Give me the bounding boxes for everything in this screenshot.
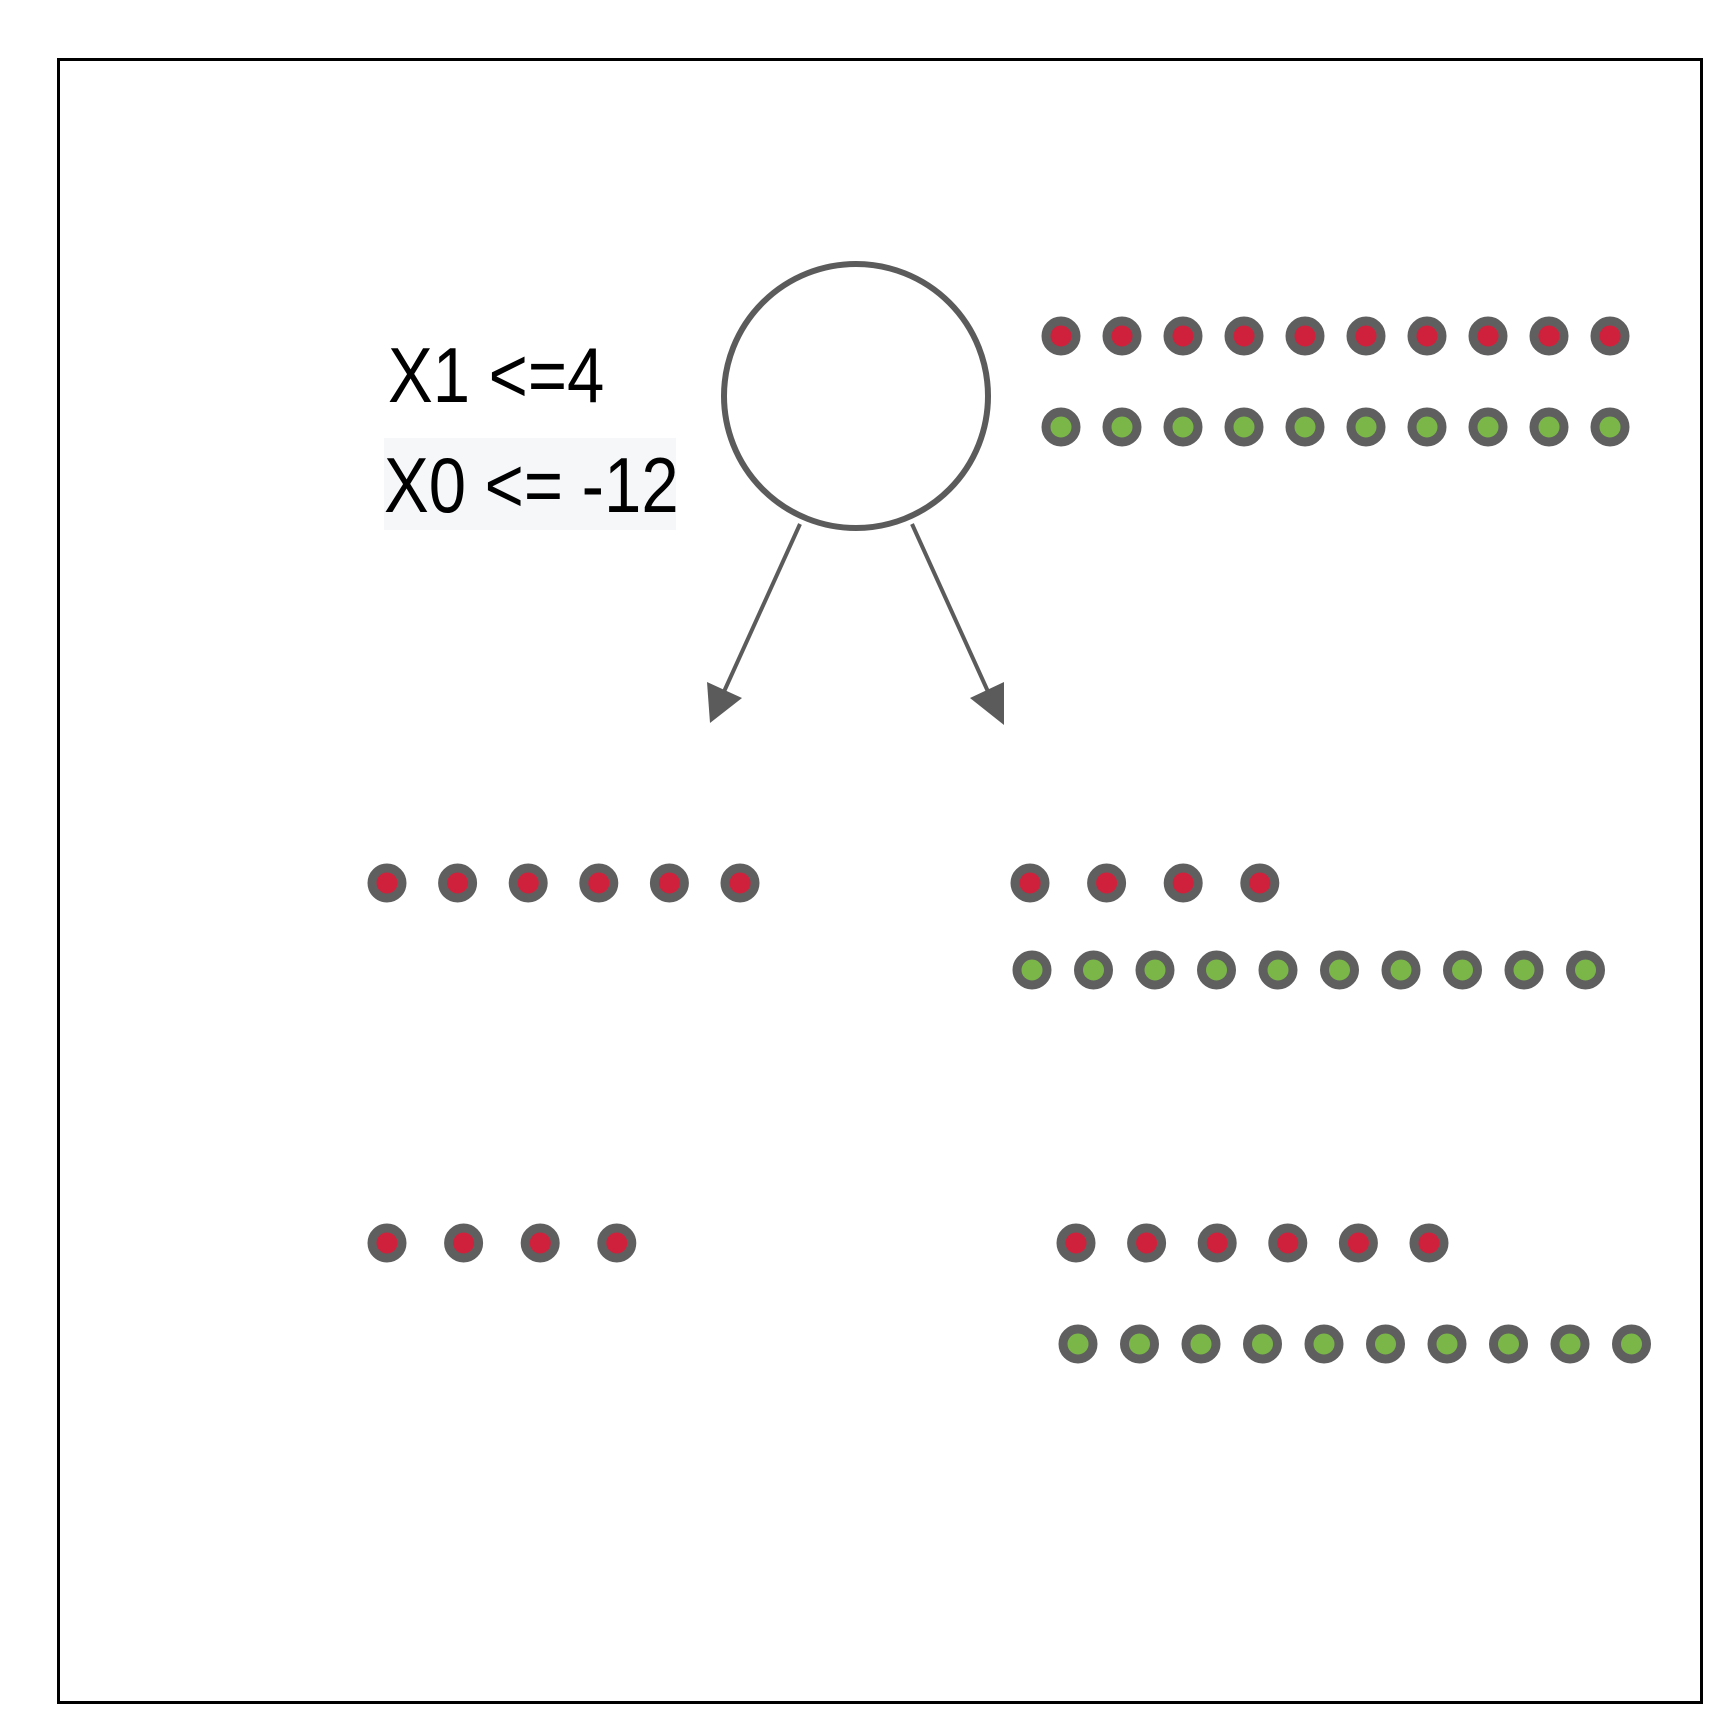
red-sample-dot xyxy=(367,863,407,903)
green-sample-dot xyxy=(1550,1324,1590,1364)
red-sample-dot xyxy=(1163,316,1203,356)
diagram-frame xyxy=(57,58,1703,1704)
red-sample-dot xyxy=(508,863,548,903)
green-sample-dot xyxy=(1529,407,1569,447)
red-sample-dot xyxy=(1010,863,1050,903)
group-right-child xyxy=(1010,863,1605,990)
red-sample-dot xyxy=(649,863,689,903)
group-lower-right xyxy=(1056,1223,1651,1364)
red-sample-dot xyxy=(1409,1223,1449,1263)
right-arrowhead xyxy=(970,682,1004,725)
green-sample-dot xyxy=(1443,950,1482,990)
red-sample-dot xyxy=(367,1223,407,1263)
green-sample-dot xyxy=(1074,950,1113,990)
green-sample-dot xyxy=(1346,407,1386,447)
red-sample-dot xyxy=(1407,316,1447,356)
green-sample-dot xyxy=(1407,407,1447,447)
left-arrowhead xyxy=(707,682,742,723)
condition-label-background xyxy=(384,438,676,530)
left-branch-edge xyxy=(720,523,802,697)
group-lower-left xyxy=(367,1223,637,1263)
red-sample-dot xyxy=(1285,316,1325,356)
green-sample-dot xyxy=(1163,407,1203,447)
red-sample-dot xyxy=(1338,1223,1378,1263)
red-sample-dot xyxy=(1102,316,1142,356)
red-sample-dot xyxy=(1041,316,1081,356)
green-sample-dot xyxy=(1427,1324,1467,1364)
green-sample-dot xyxy=(1381,950,1421,990)
green-sample-dot xyxy=(1590,407,1630,447)
red-sample-dot xyxy=(1468,316,1508,356)
green-sample-dot xyxy=(1612,1324,1651,1364)
green-sample-dot xyxy=(1366,1324,1405,1364)
red-sample-dot xyxy=(438,863,478,903)
group-left-child xyxy=(367,863,760,903)
split-condition-x0: X0 <= -12 xyxy=(384,441,679,529)
green-sample-dot xyxy=(1258,950,1298,990)
red-sample-dot xyxy=(520,1223,560,1263)
red-sample-dot xyxy=(444,1223,484,1263)
red-sample-dot xyxy=(1240,863,1280,903)
root-node xyxy=(721,261,991,531)
green-sample-dot xyxy=(1041,407,1081,447)
green-sample-dot xyxy=(1320,950,1359,990)
red-sample-dot xyxy=(720,863,760,903)
green-sample-dot xyxy=(1181,1324,1221,1364)
green-sample-dot xyxy=(1102,407,1142,447)
right-branch-edge xyxy=(910,523,992,697)
green-sample-dot xyxy=(1489,1324,1528,1364)
red-sample-dot xyxy=(597,1223,637,1263)
red-sample-dot xyxy=(1346,316,1386,356)
red-sample-dot xyxy=(1268,1223,1308,1263)
green-sample-dot xyxy=(1197,950,1236,990)
red-sample-dot xyxy=(579,863,619,903)
green-sample-dot xyxy=(1566,950,1605,990)
green-sample-dot xyxy=(1058,1324,1098,1364)
red-sample-dot xyxy=(1590,316,1630,356)
red-sample-dot xyxy=(1163,863,1203,903)
green-sample-dot xyxy=(1468,407,1508,447)
green-sample-dot xyxy=(1285,407,1325,447)
group-root xyxy=(1041,316,1630,447)
red-sample-dot xyxy=(1197,1223,1237,1263)
green-sample-dot xyxy=(1224,407,1264,447)
red-sample-dot xyxy=(1529,316,1569,356)
split-condition-x1: X1 <=4 xyxy=(388,331,605,419)
green-sample-dot xyxy=(1135,950,1175,990)
green-sample-dot xyxy=(1120,1324,1159,1364)
green-sample-dot xyxy=(1304,1324,1344,1364)
green-sample-dot xyxy=(1012,950,1052,990)
red-sample-dot xyxy=(1224,316,1264,356)
red-sample-dot xyxy=(1056,1223,1096,1263)
green-sample-dot xyxy=(1243,1324,1282,1364)
red-sample-dot xyxy=(1127,1223,1167,1263)
green-sample-dot xyxy=(1504,950,1544,990)
red-sample-dot xyxy=(1087,863,1127,903)
